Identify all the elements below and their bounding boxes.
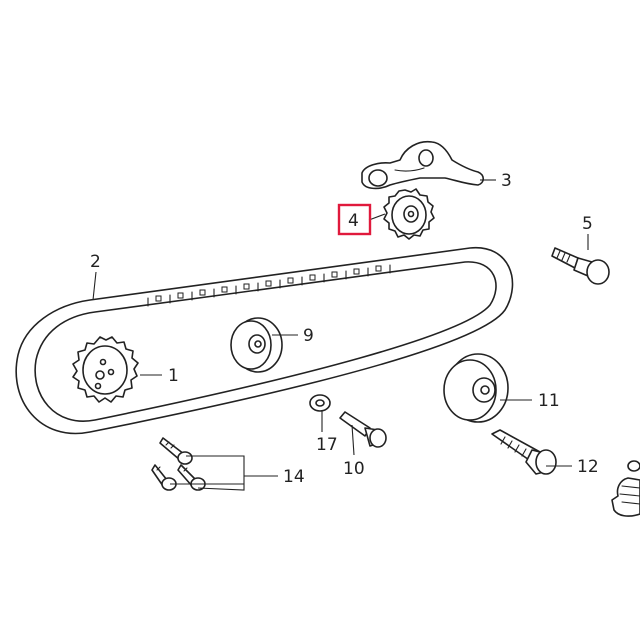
tensioner-bracket[interactable]	[361, 140, 485, 190]
bolt-5[interactable]	[551, 247, 610, 285]
bolt-10[interactable]	[339, 411, 387, 448]
callout-3[interactable]: 3	[501, 171, 512, 191]
idler-pulley[interactable]	[230, 317, 283, 373]
callout-10[interactable]: 10	[343, 459, 365, 479]
callout-1[interactable]: 1	[168, 366, 179, 386]
fitting-partial[interactable]	[611, 460, 640, 517]
crank-sprocket[interactable]	[72, 336, 139, 403]
callout-2[interactable]: 2	[90, 252, 101, 272]
dowel-pins-14[interactable]	[151, 437, 206, 491]
callout-17[interactable]: 17	[316, 435, 338, 455]
washer-17[interactable]	[309, 394, 331, 412]
callout-11[interactable]: 11	[538, 391, 560, 411]
callout-14[interactable]: 14	[283, 467, 305, 487]
small-sprocket[interactable]	[383, 188, 435, 240]
callout-5[interactable]: 5	[582, 214, 593, 234]
bolt-12[interactable]	[491, 429, 557, 475]
callout-4[interactable]: 4	[348, 211, 359, 231]
callout-12[interactable]: 12	[577, 457, 599, 477]
tensioner-pulley[interactable]	[443, 353, 509, 423]
leader-lines	[92, 179, 589, 491]
highlight-box-callout-4	[337, 203, 372, 236]
callout-9[interactable]: 9	[303, 326, 314, 346]
